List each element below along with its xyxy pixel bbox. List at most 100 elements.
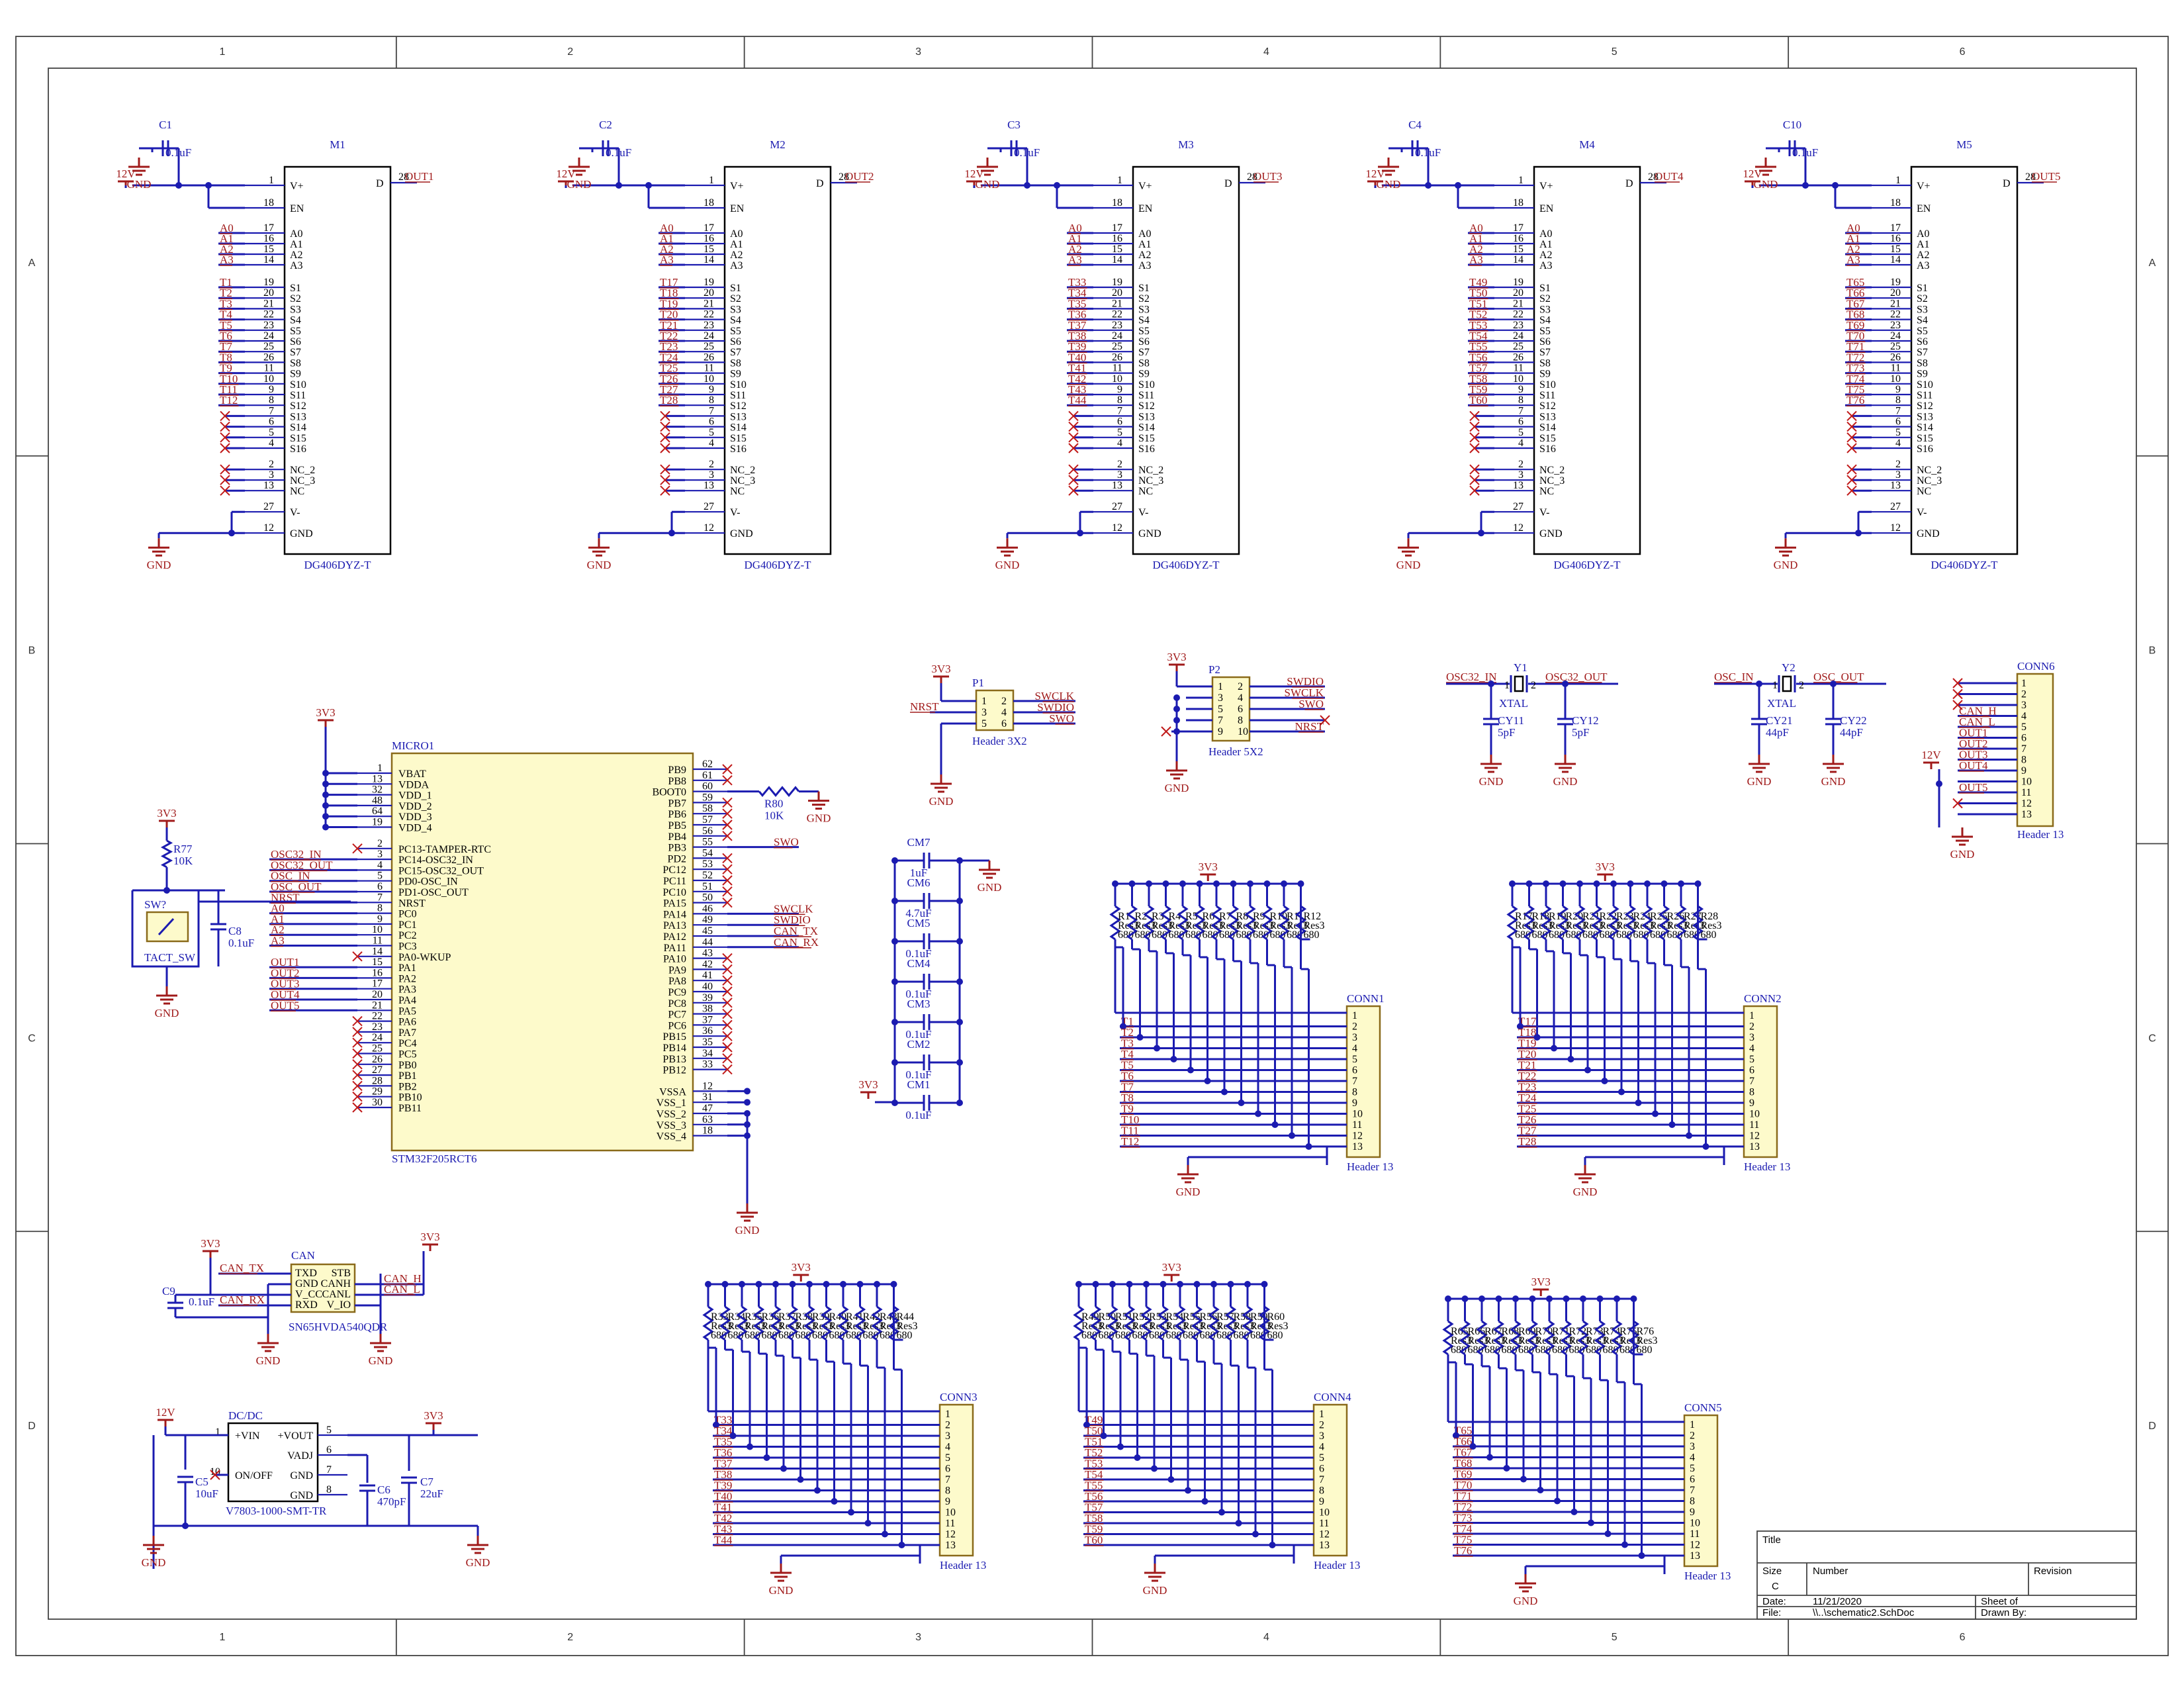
pin-number: 7 — [709, 405, 714, 416]
tb-date: 11/21/2020 — [1813, 1596, 1862, 1607]
cap-ref: C2 — [599, 118, 612, 131]
net-label: SWO — [774, 836, 799, 849]
power-label: 12V — [116, 167, 136, 180]
net-label: T74 — [1846, 373, 1865, 385]
net-label: SWO — [1298, 698, 1324, 710]
pin-number: 18 — [1890, 197, 1901, 209]
zone-row-left: D — [28, 1421, 36, 1432]
pin-name: A1 — [1138, 239, 1152, 250]
pin-number: 22 — [1513, 309, 1524, 320]
pin-number: 2 — [1749, 1021, 1754, 1033]
pin-name: A3 — [290, 260, 303, 271]
net-label: T58 — [1085, 1512, 1103, 1524]
pin-number: 61 — [702, 770, 713, 781]
res-type: Res3 — [897, 1321, 918, 1332]
pin-number: 3 — [981, 707, 987, 718]
net-label: T53 — [1085, 1458, 1103, 1470]
no-connect-mark — [352, 1048, 363, 1059]
pin-name: NC_2 — [1539, 465, 1565, 476]
resistor-zigzag — [854, 1305, 866, 1341]
junction-dot — [891, 938, 898, 945]
pin-number: 20 — [1890, 287, 1901, 299]
pin-name: GND — [290, 1490, 313, 1501]
pin-name: NC_3 — [290, 475, 315, 487]
resistor-zigzag — [803, 1305, 815, 1341]
pin-name: S10 — [1917, 379, 1933, 391]
pin-number: 8 — [1518, 395, 1524, 406]
conn-ref: CONN2 — [1744, 992, 1782, 1005]
pin-number: 27 — [263, 501, 274, 512]
net-label: T19 — [660, 297, 678, 310]
no-connect-mark — [1068, 432, 1079, 443]
res-ref: R37 — [778, 1311, 796, 1323]
net-label: T5 — [1121, 1059, 1134, 1072]
pin-number: 9 — [1117, 384, 1122, 395]
res-val: 680 — [1304, 929, 1320, 941]
junction-dot — [1503, 1465, 1510, 1472]
no-connect-mark — [722, 764, 733, 774]
resistor-zigzag — [1227, 905, 1240, 941]
crystal-body — [1514, 675, 1524, 692]
net-label: T75 — [1454, 1534, 1472, 1546]
pin-number: 2 — [1531, 680, 1536, 691]
pin-name: PD1-OSC_OUT — [398, 887, 469, 898]
pin-number: 53 — [702, 859, 713, 870]
gnd-label: GND — [807, 812, 831, 825]
res-ref: R66 — [1468, 1326, 1486, 1337]
pin-number: 24 — [1513, 330, 1524, 342]
pin-name: S15 — [1917, 433, 1933, 444]
pin-number: 12 — [702, 1080, 713, 1092]
pin-name: NC — [730, 486, 745, 497]
net-label: A0 — [1846, 222, 1860, 234]
pin-number: 11 — [704, 363, 714, 374]
pin-number: 20 — [1112, 287, 1122, 299]
pin-name: S3 — [1917, 304, 1928, 315]
pin-number: 4 — [377, 859, 383, 870]
pin-number: 22 — [1890, 309, 1901, 320]
pin-name: S6 — [290, 336, 301, 348]
res-val: 680 — [1637, 1344, 1653, 1356]
mux-ref: M5 — [1956, 138, 1972, 151]
resistor-zigzag — [1492, 1320, 1505, 1356]
pin-number: 50 — [702, 892, 713, 904]
junction-dot — [1686, 1132, 1692, 1139]
pin-name: GND — [290, 528, 313, 539]
junction-dot — [814, 1487, 821, 1494]
cap-ref: CM7 — [907, 836, 931, 849]
gnd-label: GND — [1821, 775, 1846, 788]
pin-number: 17 — [1513, 222, 1524, 234]
net-label: T37 — [1068, 319, 1087, 332]
pin-number: 23 — [1513, 320, 1524, 331]
pin-number: 28 — [372, 1075, 383, 1086]
tb-number-label: Number — [1813, 1566, 1848, 1577]
resistor-zigzag — [1123, 1305, 1136, 1341]
no-connect-mark — [660, 421, 670, 432]
cap-ref: CM4 — [907, 957, 931, 970]
pin-number: 24 — [704, 330, 714, 342]
pin-name: PC15-OSC32_OUT — [398, 865, 484, 876]
cap-ref: CY11 — [1498, 714, 1524, 727]
resistor-zigzag — [1506, 905, 1518, 941]
net-label: A0 — [271, 902, 285, 915]
junction-dot — [956, 1059, 963, 1066]
pin-number: 6 — [1352, 1065, 1357, 1076]
junction-dot — [1517, 1023, 1524, 1030]
pin-number: 19 — [1890, 277, 1901, 288]
no-connect-mark — [220, 464, 230, 475]
pin-name: S5 — [1917, 326, 1928, 337]
pin-number: 9 — [945, 1496, 950, 1507]
no-connect-mark — [220, 443, 230, 453]
pin-number: 2 — [269, 459, 274, 470]
pin-name: PA8 — [668, 976, 686, 987]
cap-ref: C4 — [1408, 118, 1422, 131]
pin-number: 19 — [704, 277, 714, 288]
pin-name: NC_2 — [290, 465, 315, 476]
no-connect-mark — [352, 1080, 363, 1092]
net-label: T56 — [1469, 351, 1487, 363]
pin-number: 11 — [945, 1518, 955, 1529]
no-connect-mark — [1068, 443, 1079, 453]
pin-name: +VIN — [235, 1430, 260, 1442]
pin-name: PB15 — [662, 1031, 686, 1043]
no-connect-mark — [722, 820, 733, 830]
